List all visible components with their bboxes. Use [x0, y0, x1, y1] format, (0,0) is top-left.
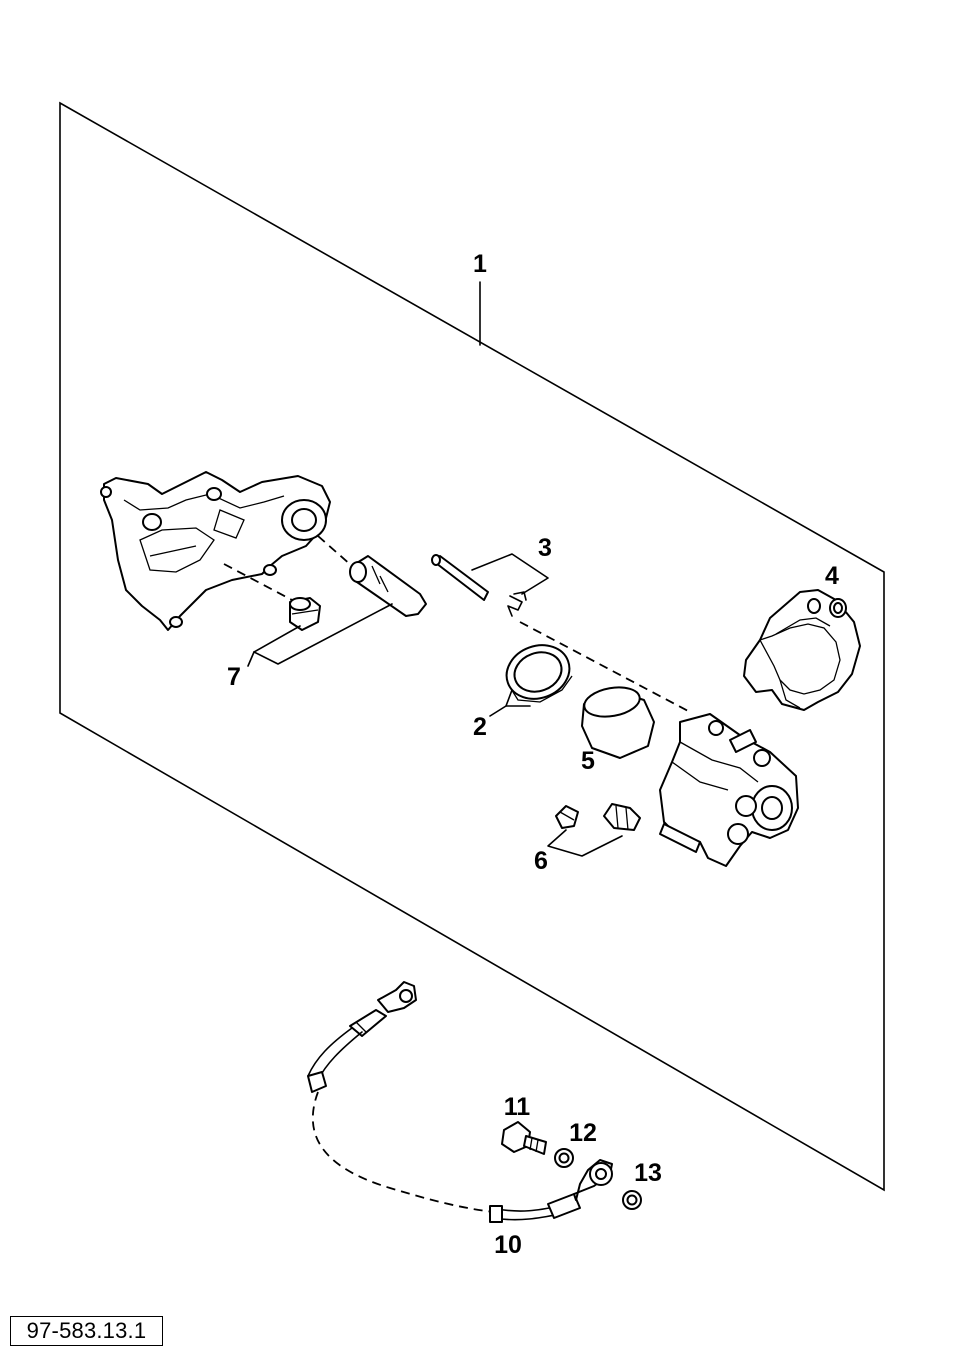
reference-number: 97-583.13.1: [10, 1316, 163, 1346]
bleeder-cap: [555, 805, 579, 829]
sealing-washer: [622, 1190, 642, 1210]
callout-2: 2: [473, 713, 487, 741]
callout-6: 6: [534, 847, 548, 875]
slide-pin: [349, 555, 427, 617]
brake-hose: [307, 981, 613, 1223]
alignment-line: [317, 535, 353, 567]
caliper-housing: [659, 713, 799, 867]
bleeder-screw: [603, 803, 641, 831]
retaining-clip: [507, 591, 527, 617]
alignment-line: [519, 621, 691, 713]
leader-line-7: [253, 603, 393, 665]
callout-5: 5: [581, 747, 595, 775]
callout-13: 13: [634, 1159, 662, 1187]
leader-line-6: [547, 829, 623, 857]
brake-piston: [581, 686, 655, 759]
caliper-carrier-bracket: [100, 471, 331, 631]
callout-10: 10: [494, 1231, 522, 1259]
brake-pads: [743, 589, 861, 711]
sealing-washer: [554, 1148, 574, 1168]
callout-1: 1: [473, 250, 487, 278]
leader-line-2: [489, 705, 531, 717]
pad-pin: [431, 554, 489, 601]
callout-7: 7: [227, 663, 241, 691]
callout-11: 11: [504, 1093, 531, 1121]
assembly-panel-outline: [59, 101, 885, 1192]
leader-line-3: [471, 553, 549, 595]
alignment-line: [223, 563, 293, 601]
banjo-bolt: [501, 1121, 547, 1155]
callout-4: 4: [825, 562, 839, 590]
rubber-grommet: [289, 597, 321, 631]
piston-seal: [505, 644, 573, 703]
callout-12: 12: [569, 1119, 597, 1147]
callout-3: 3: [538, 534, 552, 562]
